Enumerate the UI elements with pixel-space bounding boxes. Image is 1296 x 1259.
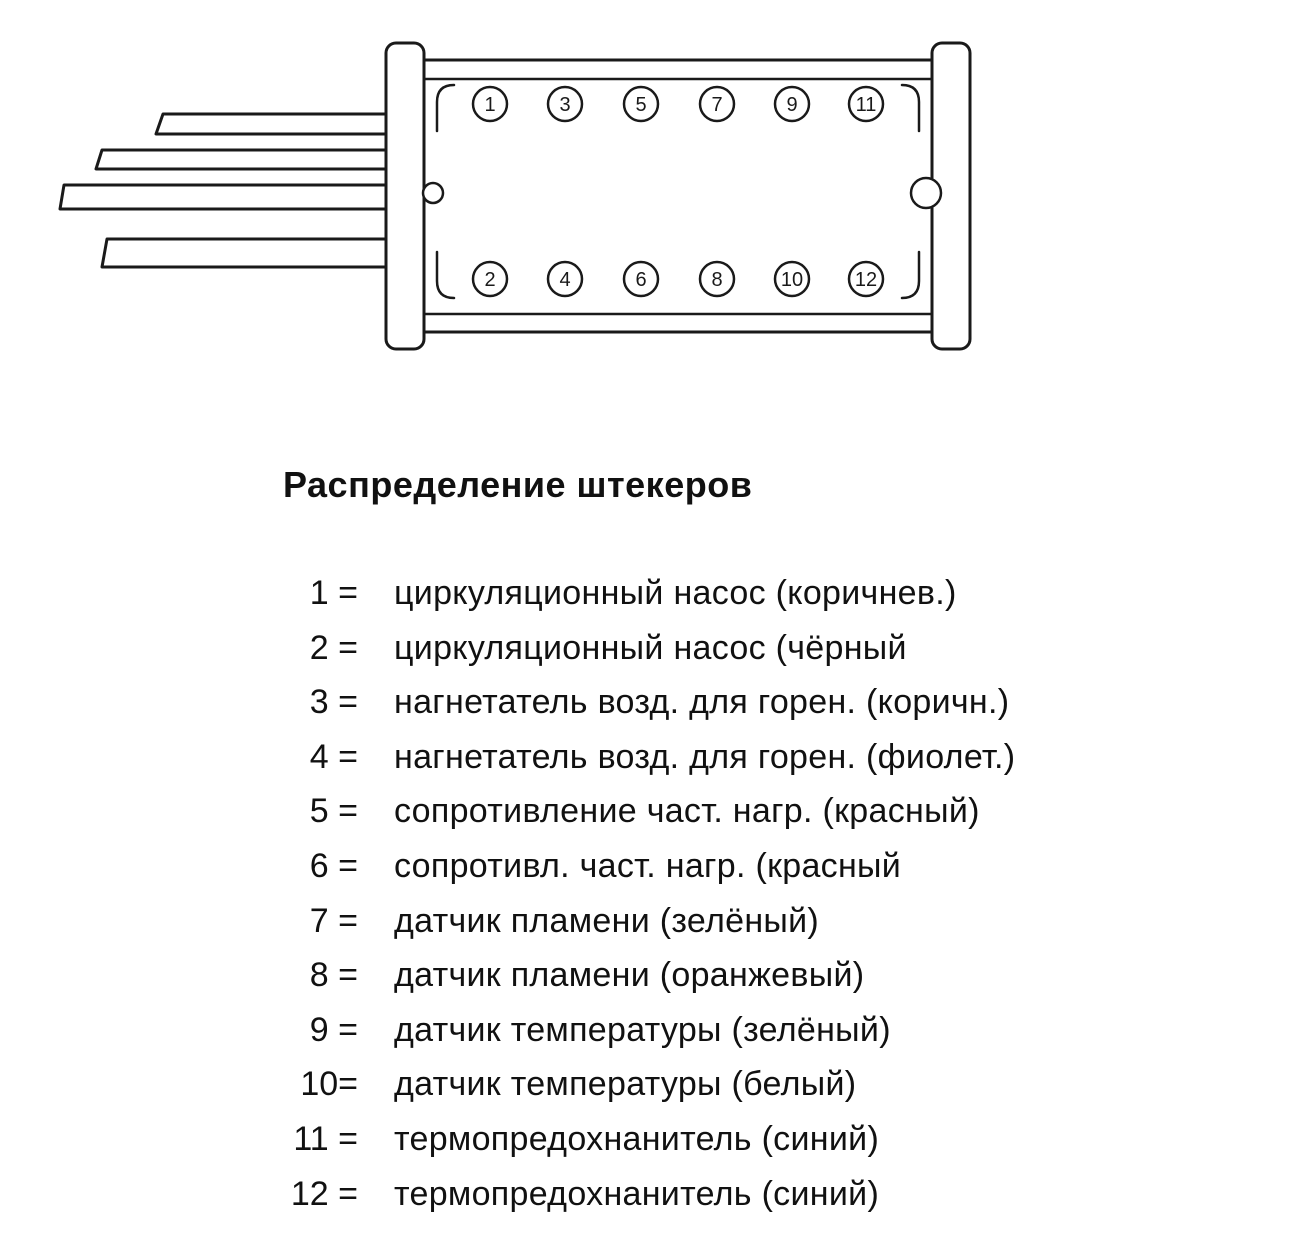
legend-row-10: 10= датчик температуры (белый) <box>240 1057 1015 1112</box>
pin-1-label: 1 <box>484 94 495 116</box>
pin-5: 5 <box>622 85 660 123</box>
pin-3: 3 <box>546 85 584 123</box>
wire-3 <box>58 183 390 211</box>
pin-6: 6 <box>622 260 660 298</box>
legend-row-1: 1 = циркуляционный насос (коричнев.) <box>240 566 1015 621</box>
pin-description: датчик температуры (белый) <box>394 1065 857 1104</box>
legend-row-12: 12 = термопредохнанитель (синий) <box>240 1167 1015 1222</box>
pin-number: 5 = <box>309 792 358 831</box>
pin-description: сопротивление част. нагр. (красный) <box>394 792 980 831</box>
pin-description: нагнетатель возд. для горен. (фиолет.) <box>394 737 1016 776</box>
pin-4-label: 4 <box>559 269 570 291</box>
wire-4 <box>100 237 390 269</box>
pin-description: нагнетатель возд. для горен. (коричн.) <box>394 683 1010 722</box>
pin-2-label: 2 <box>484 269 495 291</box>
legend-row-6: 6 = сопротивл. част. нагр. (красный <box>240 839 1015 894</box>
pin-number: 2 = <box>309 628 358 667</box>
pin-10-label: 10 <box>781 269 803 291</box>
legend-row-5: 5 = сопротивление част. нагр. (красный) <box>240 784 1015 839</box>
pin-number: 7 = <box>309 901 358 940</box>
pin-8-label: 8 <box>711 269 722 291</box>
pin-description: датчик температуры (зелёный) <box>394 1010 891 1049</box>
pin-description: датчик пламени (зелёный) <box>394 901 820 940</box>
pin-description: циркуляционный насос (чёрный <box>394 628 907 667</box>
page-title: Распределение штекеров <box>283 464 753 505</box>
pin-number: 6 = <box>309 846 358 885</box>
pin-11: 11 <box>847 85 885 123</box>
pin-3-label: 3 <box>559 94 570 116</box>
wires <box>58 112 390 269</box>
legend-row-8: 8 = датчик пламени (оранжевый) <box>240 948 1015 1003</box>
legend-row-11: 11 = термопредохнанитель (синий) <box>240 1112 1015 1167</box>
pin-number: 12 = <box>290 1174 358 1213</box>
legend-row-2: 2 = циркуляционный насос (чёрный <box>240 621 1015 676</box>
pin-11-label: 11 <box>856 94 877 116</box>
pin-number: 1 = <box>309 574 358 612</box>
pin-2: 2 <box>471 260 509 298</box>
pin-7-label: 7 <box>711 94 722 116</box>
pin-number: 11 = <box>293 1119 358 1158</box>
legend-row-7: 7 = датчик пламени (зелёный) <box>240 894 1015 949</box>
pin-number: 9 = <box>309 1010 358 1049</box>
keying-brackets <box>435 83 921 300</box>
left-mounting-hole <box>421 181 445 205</box>
pin-legend: 1 = циркуляционный насос (коричнев.) 2 =… <box>240 566 1015 1221</box>
connector-diagram: 1 3 5 7 9 11 2 4 <box>58 41 972 351</box>
pin-number: 8 = <box>309 956 358 995</box>
pin-1: 1 <box>471 85 509 123</box>
legend-row-4: 4 = нагнетатель возд. для горен. (фиолет… <box>240 730 1015 785</box>
pin-4: 4 <box>546 260 584 298</box>
wire-2 <box>94 148 390 171</box>
pin-12-label: 12 <box>855 269 877 291</box>
legend-row-9: 9 = датчик температуры (зелёный) <box>240 1003 1015 1058</box>
pin-12: 12 <box>847 260 885 298</box>
pin-description: термопредохнанитель (синий) <box>394 1119 880 1158</box>
left-end-cap <box>384 41 426 351</box>
pin-10: 10 <box>773 260 811 298</box>
right-mounting-hole <box>909 176 943 210</box>
pin-8: 8 <box>698 260 736 298</box>
pin-description: термопредохнанитель (синий) <box>394 1174 880 1213</box>
pin-description: сопротивл. част. нагр. (красный <box>394 846 902 885</box>
pin-number: 4 = <box>309 737 358 776</box>
legend-row-3: 3 = нагнетатель возд. для горен. (коричн… <box>240 675 1015 730</box>
pin-description: циркуляционный насос (коричнев.) <box>394 574 957 612</box>
pin-6-label: 6 <box>635 269 646 291</box>
pin-description: датчик пламени (оранжевый) <box>394 956 865 995</box>
pin-5-label: 5 <box>635 94 646 116</box>
pin-7: 7 <box>698 85 736 123</box>
pin-number: 10= <box>300 1065 358 1104</box>
wire-1 <box>154 112 390 136</box>
pin-9: 9 <box>773 85 811 123</box>
pin-number: 3 = <box>309 683 358 722</box>
pin-9-label: 9 <box>786 94 797 116</box>
